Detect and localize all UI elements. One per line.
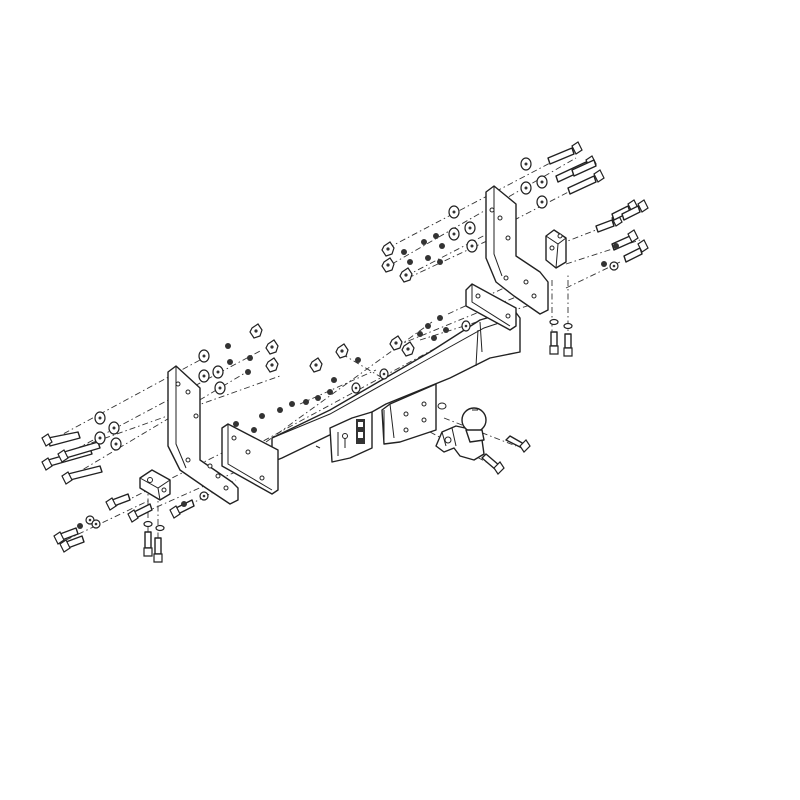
left-short-bolts (53, 493, 195, 553)
left-vertical-bolts (143, 520, 165, 563)
right-short-bolts (595, 199, 649, 263)
left-end-plate (221, 423, 279, 495)
right-corner-block (545, 229, 567, 269)
right-vertical-bolts (549, 318, 573, 357)
main-cross-tube (271, 309, 521, 463)
right-end-plate (465, 283, 517, 331)
left-side-bracket (167, 365, 239, 505)
right-side-bracket (485, 185, 549, 315)
left-corner-block (139, 469, 171, 501)
right-long-bolts (547, 141, 605, 195)
left-long-bolts (41, 431, 103, 485)
socket-plate (329, 411, 373, 463)
tow-ball-bolts (481, 435, 531, 475)
tow-ball (435, 407, 487, 461)
washers (85, 157, 619, 529)
hex-nuts (77, 233, 619, 529)
ball-mount-plate (381, 383, 447, 445)
